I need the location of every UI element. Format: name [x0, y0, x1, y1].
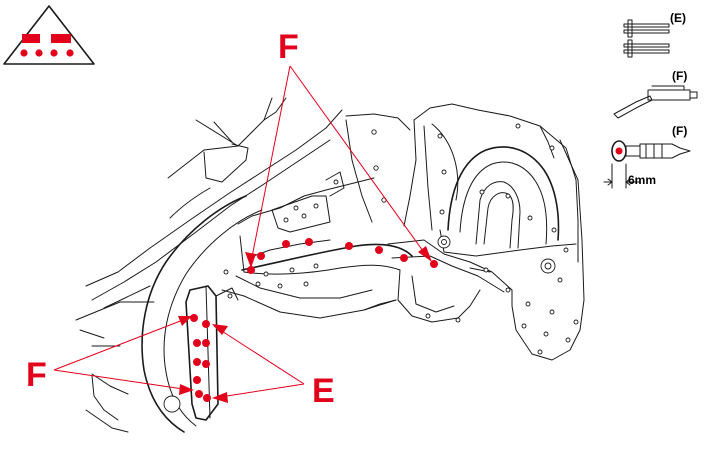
legend-E-label: (E) — [670, 11, 686, 25]
weld-point — [375, 246, 383, 254]
legend-E: (E) — [623, 11, 686, 58]
drill-icon — [613, 85, 698, 119]
drill-bit-6mm-icon — [603, 140, 691, 189]
arrowhead — [179, 384, 194, 395]
legend-F2: (F) 6mm — [603, 124, 691, 189]
arrowhead — [178, 316, 192, 326]
weld-point — [195, 390, 203, 398]
arrowhead — [245, 252, 256, 268]
leader-line — [53, 317, 189, 371]
callout-F-left: F — [26, 356, 47, 394]
legend-F2-label: (F) — [672, 124, 687, 138]
weld-point — [202, 339, 210, 347]
callout-leaders — [53, 65, 432, 403]
weld-points-plate — [190, 314, 211, 402]
weld-point — [202, 320, 210, 328]
arrowhead — [212, 324, 228, 335]
leader-line — [213, 383, 305, 399]
weld-point — [193, 339, 201, 347]
weld-point — [400, 254, 408, 262]
weld-point — [345, 242, 353, 250]
callout-F-top: F — [278, 28, 299, 66]
leader-line — [53, 369, 191, 391]
callout-E: E — [312, 372, 335, 410]
leader-line — [289, 65, 429, 259]
dimension-label: 6mm — [628, 173, 656, 187]
arrowhead — [212, 392, 228, 403]
weld-point — [193, 358, 201, 366]
weld-points-F-upper — [247, 238, 438, 274]
weld-point — [305, 238, 313, 246]
weld-point — [190, 314, 198, 322]
leader-line — [250, 65, 291, 263]
weld-points — [190, 238, 438, 402]
spot-weld-cutter-icon — [623, 19, 670, 58]
weld-point — [202, 360, 210, 368]
triangle-weld-symbol-icon — [3, 5, 95, 65]
leader-line — [213, 325, 305, 385]
legend-F1: (F) — [613, 69, 698, 119]
weld-point — [247, 266, 255, 274]
weld-point — [203, 394, 211, 402]
legend-F1-label: (F) — [672, 69, 687, 83]
weld-point — [282, 240, 290, 248]
weld-point — [257, 252, 265, 260]
arrowhead — [418, 246, 432, 262]
weld-point — [193, 376, 201, 384]
